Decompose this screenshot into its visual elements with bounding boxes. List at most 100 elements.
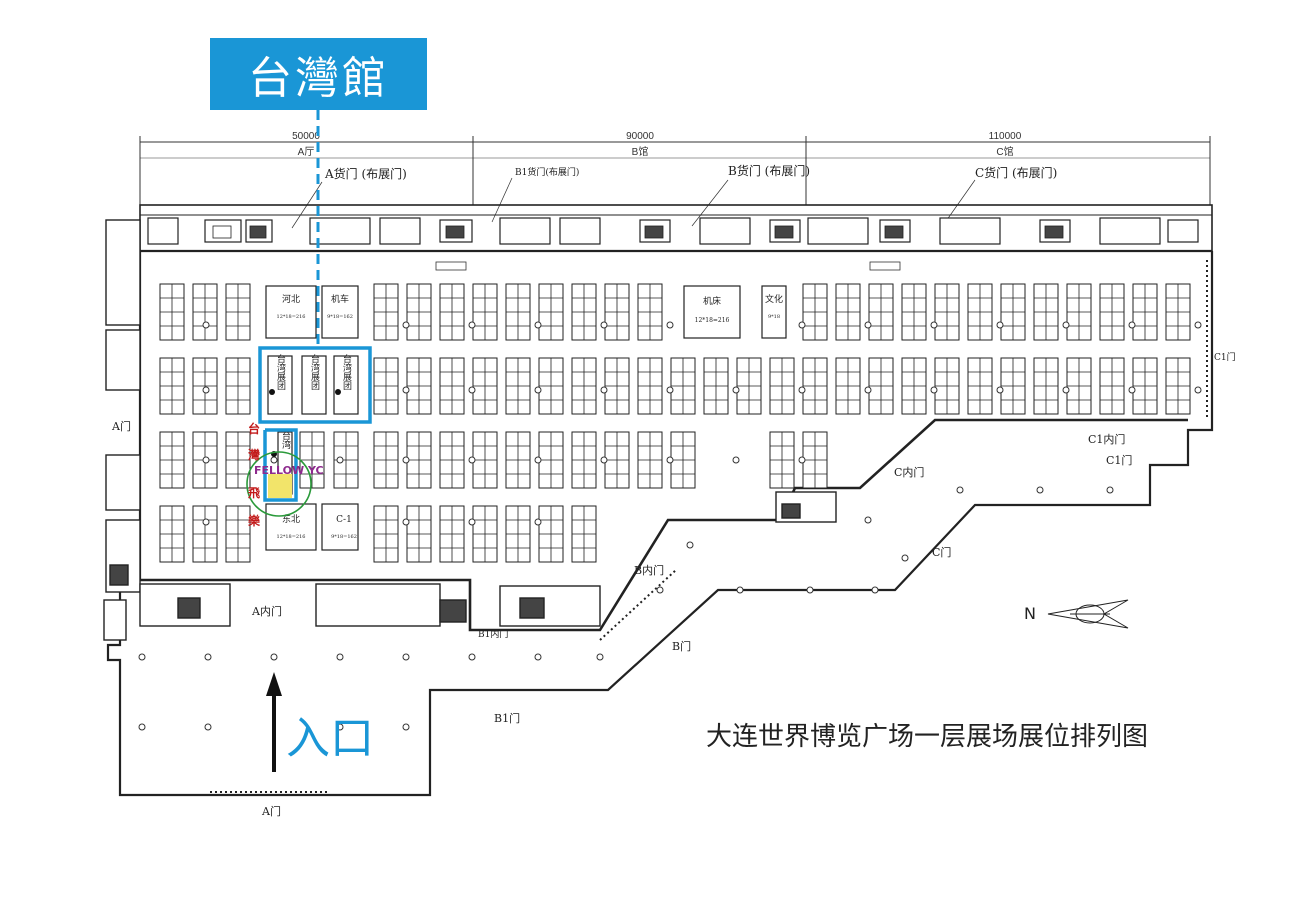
booth-block xyxy=(225,357,251,415)
entrance-label: 入口 xyxy=(286,713,374,764)
booth-block xyxy=(736,357,762,415)
booth-block xyxy=(406,283,432,341)
column-marker xyxy=(666,321,674,329)
door-c: C门 xyxy=(932,545,951,559)
small-markers xyxy=(435,261,901,271)
booth-car: 机车 xyxy=(331,293,349,305)
booth-block xyxy=(505,431,531,489)
booth-block xyxy=(538,505,564,563)
fellow-circle xyxy=(246,451,312,517)
booth-block xyxy=(802,431,828,489)
booth-hebei-size: 12*18=216 xyxy=(277,314,306,320)
booth-block xyxy=(901,357,927,415)
booth-block xyxy=(406,357,432,415)
column-marker xyxy=(402,321,410,329)
column-marker xyxy=(202,386,210,394)
booth-dongbei-size: 12*18=216 xyxy=(277,534,306,540)
booth-block xyxy=(802,283,828,341)
booth-block xyxy=(192,283,218,341)
gate-c: C货门 (布展门) xyxy=(975,165,1057,180)
column-marker xyxy=(996,321,1004,329)
column-marker xyxy=(202,456,210,464)
lobby-columns xyxy=(138,486,1114,731)
booth-block xyxy=(1165,283,1191,341)
column-marker xyxy=(732,456,740,464)
column-marker xyxy=(202,518,210,526)
column-marker xyxy=(534,321,542,329)
booth-block xyxy=(1165,357,1191,415)
booth-block xyxy=(571,283,597,341)
dim-a: 50000 xyxy=(292,131,320,142)
column-marker xyxy=(468,386,476,394)
booth-block xyxy=(670,431,696,489)
column-marker xyxy=(402,518,410,526)
column-marker xyxy=(864,321,872,329)
column-marker xyxy=(1062,386,1070,394)
taiwan-booth-1: 台湾展团 xyxy=(275,353,286,391)
entrance-arrow xyxy=(266,672,282,772)
booth-block xyxy=(571,431,597,489)
booth-block xyxy=(967,283,993,341)
column-marker xyxy=(270,456,278,464)
hall-b: B馆 xyxy=(632,145,649,158)
booth-block xyxy=(604,431,630,489)
booth-culture: 文化 xyxy=(765,293,783,305)
booth-c1-size: 9*18=162 xyxy=(331,534,357,540)
booth-block xyxy=(1066,357,1092,415)
booth-block xyxy=(901,283,927,341)
booth-dongbei: 东北 xyxy=(282,513,300,525)
booth-car-size: 9*18=162 xyxy=(327,314,353,320)
booth-block xyxy=(967,357,993,415)
booth-block xyxy=(439,283,465,341)
column-marker xyxy=(402,386,410,394)
column-marker xyxy=(534,518,542,526)
door-a-bottom: A门 xyxy=(261,804,281,818)
booth-block xyxy=(1000,283,1026,341)
booth-block xyxy=(637,283,663,341)
column-marker xyxy=(798,386,806,394)
column-marker xyxy=(336,456,344,464)
booth-block xyxy=(670,357,696,415)
column-marker xyxy=(1128,321,1136,329)
dim-c: 110000 xyxy=(989,131,1022,142)
booth-block xyxy=(159,431,185,489)
booth-block xyxy=(1132,357,1158,415)
fellow-char-3: 飛 xyxy=(248,486,261,500)
taiwan-booth-4: 台湾 xyxy=(280,430,291,450)
booth-block xyxy=(373,431,399,489)
booth-block xyxy=(703,357,729,415)
column-marker xyxy=(930,386,938,394)
booth-block xyxy=(604,357,630,415)
door-c1-right: C1门 xyxy=(1214,351,1236,363)
booth-block xyxy=(406,505,432,563)
booth-block xyxy=(505,357,531,415)
booth-block xyxy=(192,505,218,563)
booth-block xyxy=(1033,283,1059,341)
booth-block xyxy=(439,431,465,489)
column-marker xyxy=(600,456,608,464)
column-marker xyxy=(1194,386,1202,394)
column-marker xyxy=(996,386,1004,394)
column-marker xyxy=(600,321,608,329)
door-c1-inner: C1内门 xyxy=(1088,432,1125,446)
taiwan-booth-3: 台湾展团 xyxy=(341,353,352,391)
booth-block xyxy=(472,505,498,563)
fellow-char-2: 灣 xyxy=(248,448,261,462)
booth-block xyxy=(637,357,663,415)
dim-b: 90000 xyxy=(626,131,654,142)
column-marker xyxy=(666,456,674,464)
booth-block xyxy=(373,505,399,563)
door-c1: C1门 xyxy=(1106,453,1132,467)
booth-block xyxy=(835,283,861,341)
column-marker xyxy=(1194,321,1202,329)
booth-block xyxy=(439,505,465,563)
bottom-service-rooms xyxy=(139,491,837,627)
booth-block xyxy=(472,283,498,341)
taiwan-booth-2: 台湾展团 xyxy=(309,353,320,391)
gate-b1: B1货门(布展门) xyxy=(515,166,579,178)
booth-block xyxy=(1132,283,1158,341)
taiwan-booth-labels: 台湾展团 台湾展团 台湾展团 台湾 xyxy=(275,353,352,450)
booth-block xyxy=(373,283,399,341)
booth-block xyxy=(1000,357,1026,415)
